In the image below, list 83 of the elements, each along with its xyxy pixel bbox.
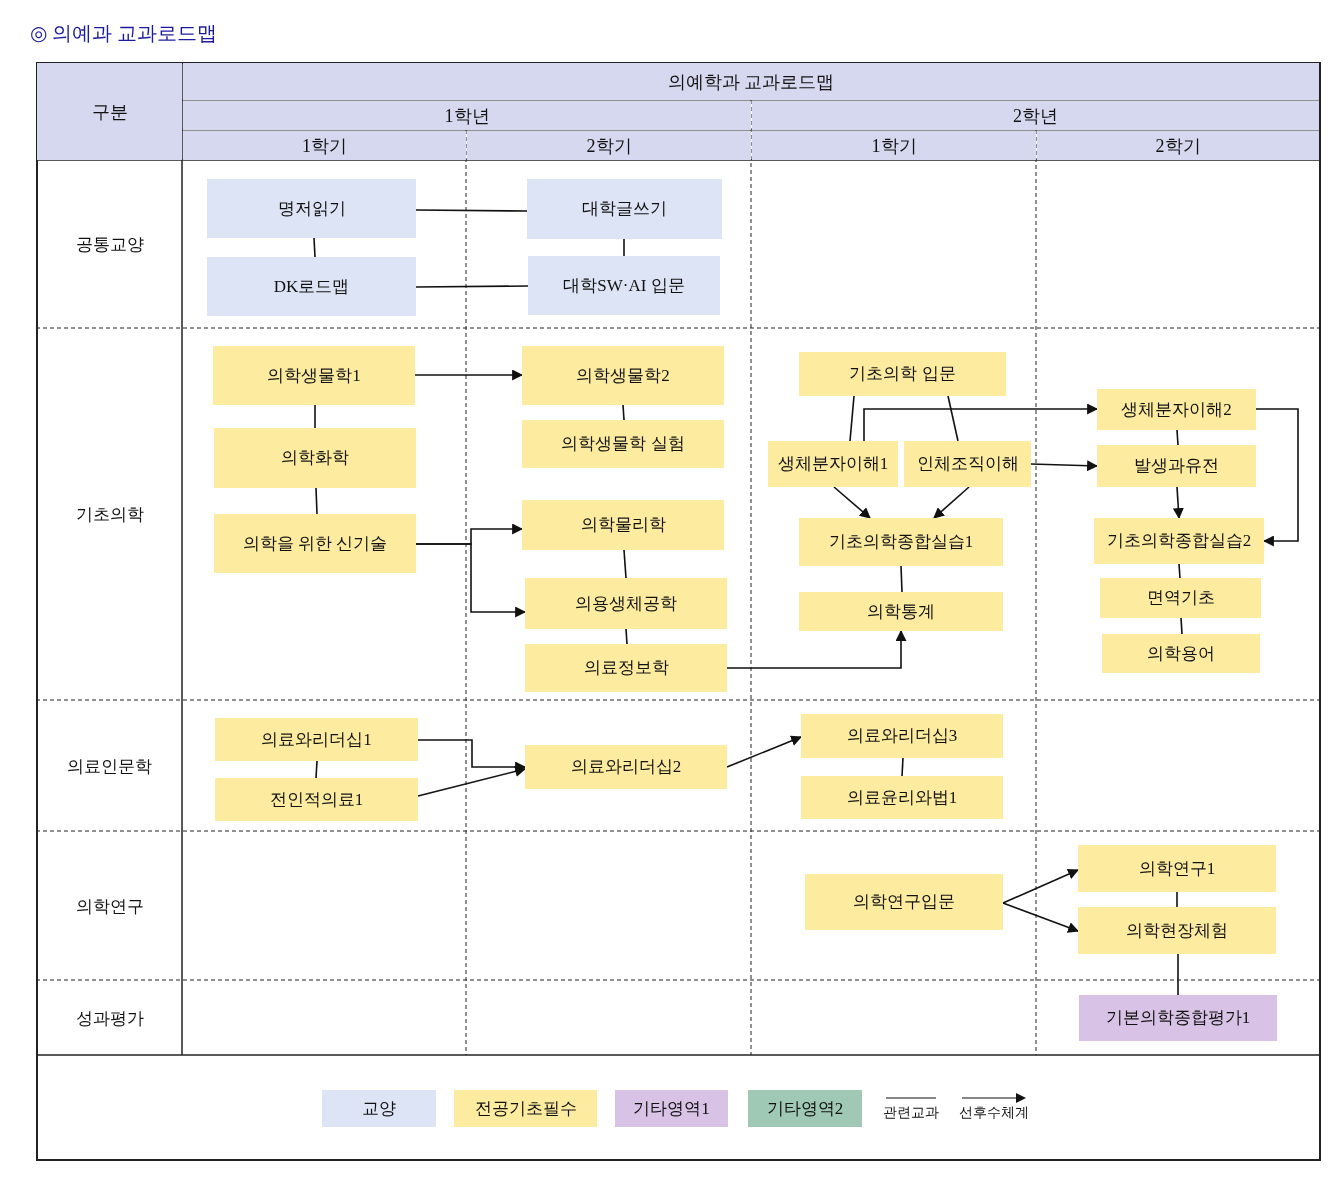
connector-line [415,285,529,288]
row-label: 의료인문학 [66,755,153,778]
arrow [417,766,527,797]
column-header: 2학기 [467,131,751,160]
connector-line [314,404,316,429]
connector-line [1176,891,1178,908]
arrow [414,369,524,381]
page-title: ◎ 의예과 교과로드맵 [30,21,218,46]
column-header: 2학기 [1037,131,1319,160]
arrow [863,403,1099,442]
course-box: 의학용어 [1102,634,1260,673]
course-box: 의료와리더십2 [525,745,727,789]
legend-text: 선후수체계 [958,1104,1030,1122]
course-box: 의료정보학 [525,644,727,692]
arrow [726,629,907,669]
legend-swatch: 교양 [322,1090,436,1127]
arrow [1002,868,1079,904]
connector-line [849,395,855,442]
connector-line [415,209,528,212]
course-box: 의용생체공학 [525,578,727,629]
course-box: 의학을 위한 신기술 [214,514,416,573]
column-header: 구분 [37,63,182,160]
arrow [1172,486,1184,520]
row-label: 의학연구 [74,895,145,918]
arrow [415,543,527,618]
course-box: 의료윤리와법1 [801,776,1003,819]
course-box: 의학현장체험 [1078,907,1276,954]
course-box: 인체조직이해 [904,441,1031,487]
arrow [1255,408,1299,547]
arrow [933,486,970,519]
legend-text: 관련교과 [882,1104,940,1122]
connector-line [315,760,318,779]
connector-line [315,487,318,515]
course-box: DK로드맵 [207,257,416,316]
connector-line [623,238,625,257]
column-header: 1학년 [183,101,751,130]
course-box: 기초의학종합실습2 [1094,518,1264,564]
course-box: 전인적의료1 [215,778,418,821]
legend-swatch: 기타영역2 [748,1090,862,1127]
column-header: 1학기 [752,131,1036,160]
course-box: 명저읽기 [207,179,416,238]
connector-line [622,404,625,421]
course-box: 의학통계 [799,592,1003,631]
course-box: 생체분자이해1 [768,441,898,487]
connector-line [900,565,903,593]
course-box: 대학글쓰기 [527,179,722,239]
arrow [1030,460,1099,472]
arrow [833,486,871,519]
connector-line [623,549,627,579]
course-box: 의학연구1 [1078,845,1276,892]
column-header: 2학년 [752,101,1319,130]
course-box: 의학물리학 [522,500,724,550]
connector-line [625,628,628,645]
course-box: 의학생물학 실험 [522,420,724,468]
course-box: 생체분자이해2 [1097,389,1256,430]
course-box: 면역기초 [1100,578,1261,618]
course-box: 발생과유전 [1097,445,1256,487]
course-box: 기초의학종합실습1 [799,518,1003,566]
course-box: 의료와리더십1 [215,718,418,761]
course-box: 기본의학종합평가1 [1079,995,1277,1041]
course-box: 의학생물학1 [213,346,415,405]
connector-line [313,237,316,258]
course-box: 의학화학 [214,428,416,488]
connector-line [1178,563,1181,579]
arrow [726,735,802,768]
row-label: 공통교양 [74,234,145,256]
course-box: 대학SW·AI 입문 [528,256,720,315]
course-box: 의학생물학2 [522,346,724,405]
connector-line [1177,953,1179,996]
connector-line [947,395,959,442]
arrow [1002,902,1080,933]
connector-line [901,757,904,777]
legend-swatch: 전공기초필수 [454,1090,597,1127]
column-header: 1학기 [183,131,466,160]
row-label: 성과평가 [74,1007,145,1030]
legend-swatch: 기타영역1 [615,1090,728,1127]
column-header: 의예학과 교과로드맵 [183,63,1319,100]
course-box: 의학연구입문 [805,874,1003,930]
course-box: 기초의학 입문 [799,352,1006,396]
row-label: 기초의학 [74,504,145,526]
connector-line [1180,617,1183,635]
connector-line [1176,429,1179,446]
course-box: 의료와리더십3 [801,714,1003,758]
